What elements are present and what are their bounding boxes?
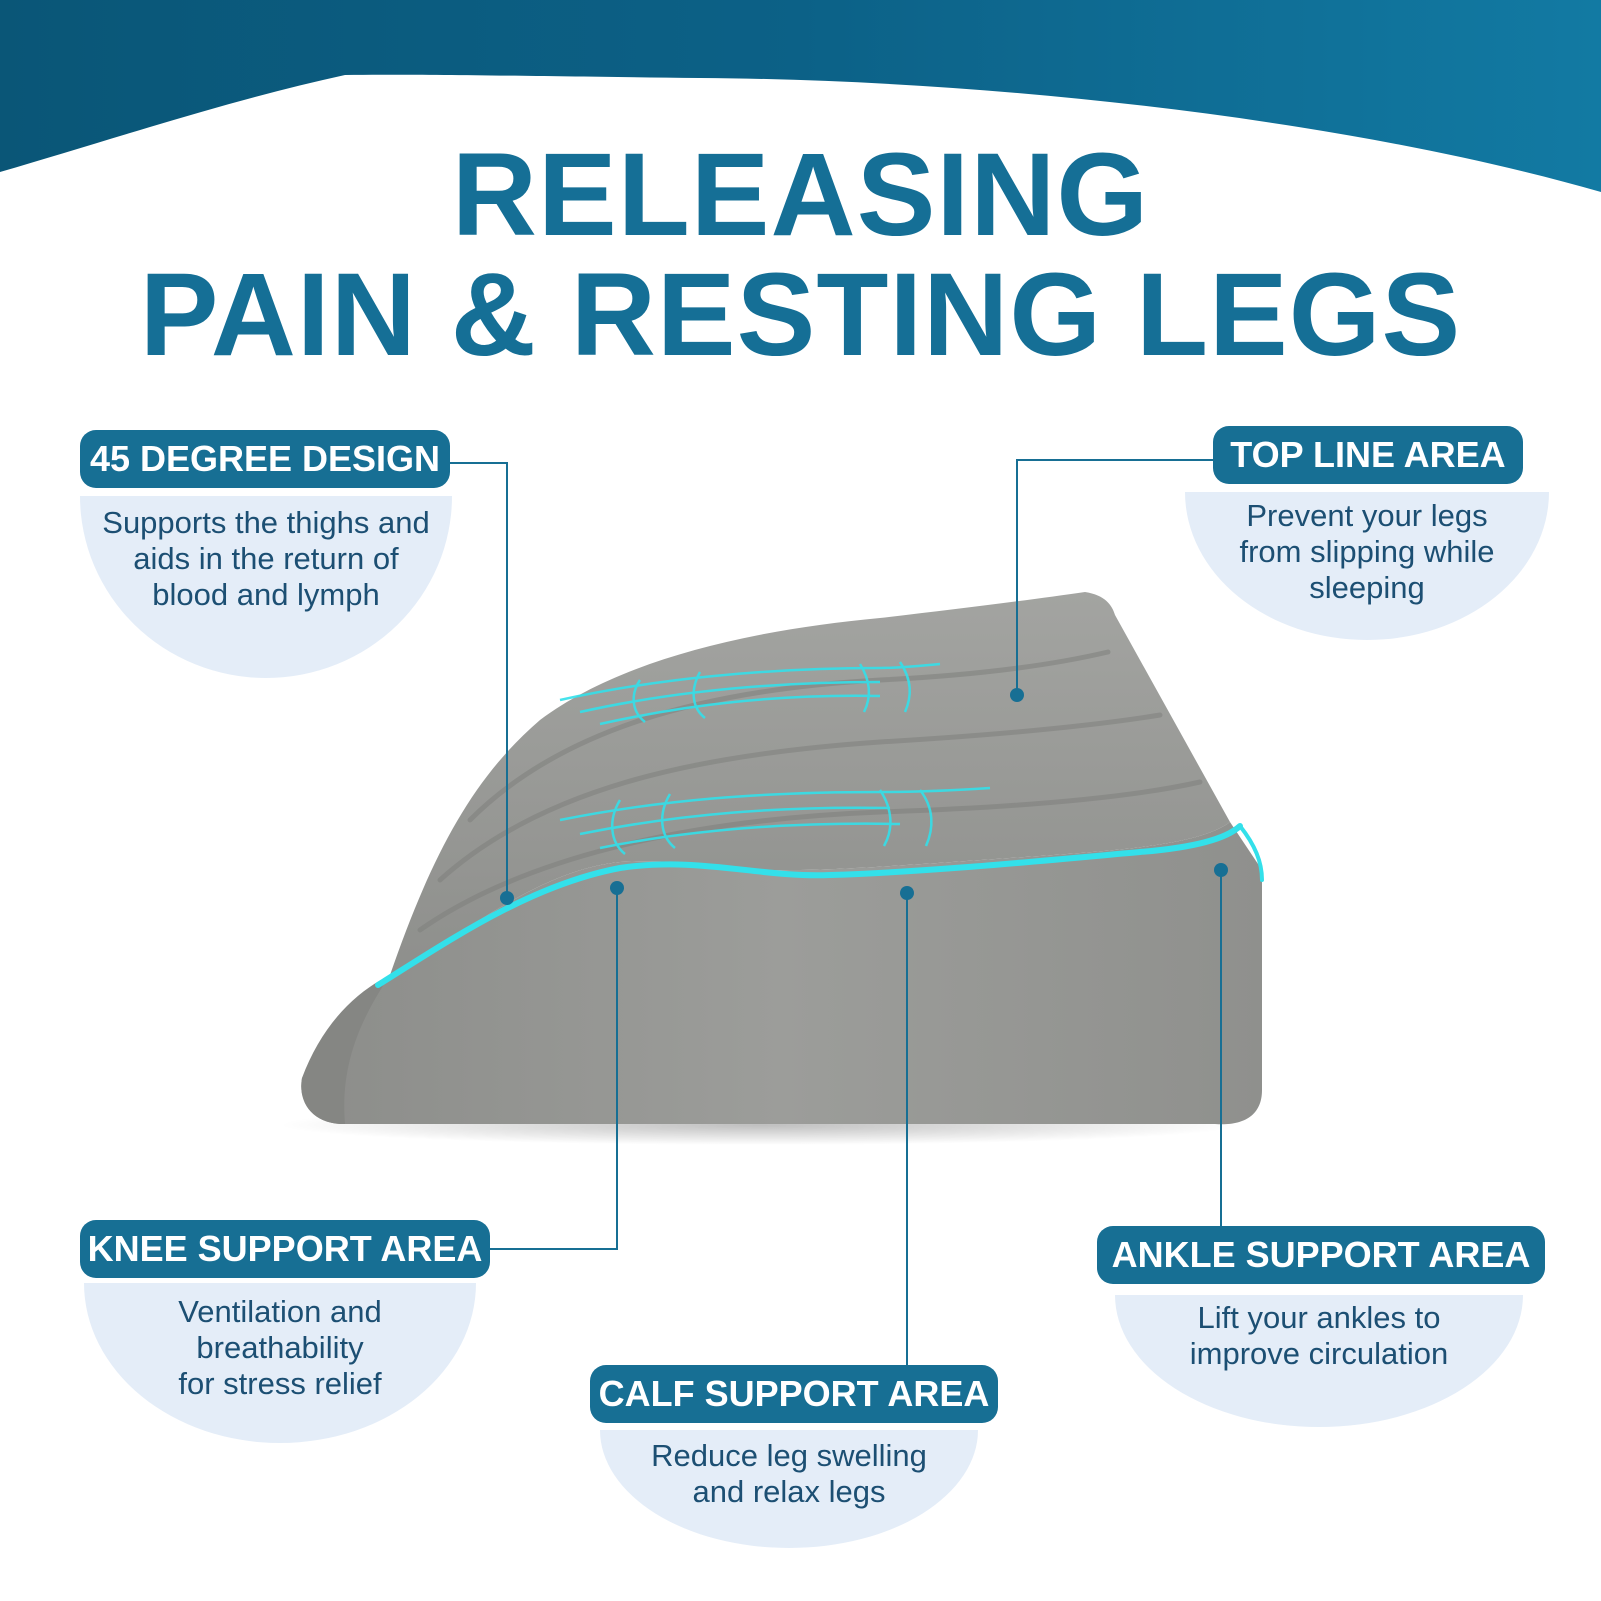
right-edge-highlight (1238, 824, 1264, 882)
pillow-front-wedge (301, 975, 390, 1124)
pillow-top-surface (390, 592, 1230, 975)
top-line-callout-text: Prevent your legs from slipping while sl… (1239, 498, 1495, 605)
ankle-callout-text: Lift your ankles to improve circulation (1189, 1300, 1449, 1371)
top-banner-wave (0, 0, 1601, 192)
knee-callout-text: Ventilation and breathability for stress… (178, 1294, 382, 1401)
top-line-callout-label: TOP LINE AREA (1213, 426, 1523, 484)
leader-dots (500, 688, 1228, 905)
leader-lines (448, 459, 1222, 1366)
pillow-side-face (301, 822, 1262, 1125)
knee-callout-label: KNEE SUPPORT AREA (80, 1220, 490, 1278)
degree-callout-text: Supports the thighs and aids in the retu… (102, 505, 430, 612)
degree-callout-label: 45 DEGREE DESIGN (80, 430, 450, 488)
calf-callout-text: Reduce leg swelling and relax legs (651, 1438, 927, 1509)
flow-highlights (559, 661, 991, 855)
headline-line-1: RELEASING (451, 129, 1150, 261)
calf-callout-label: CALF SUPPORT AREA (590, 1365, 998, 1423)
top-line-edge (375, 823, 1243, 988)
headline-line-2: PAIN & RESTING LEGS (139, 249, 1462, 381)
ankle-callout-label: ANKLE SUPPORT AREA (1097, 1226, 1545, 1284)
